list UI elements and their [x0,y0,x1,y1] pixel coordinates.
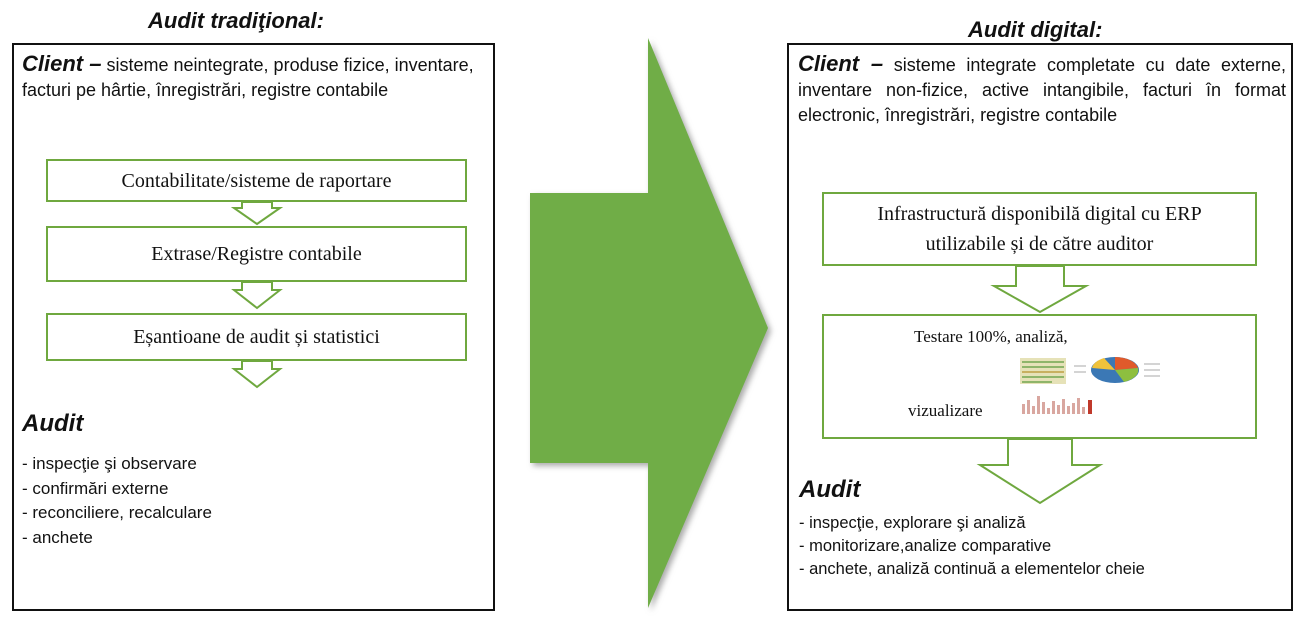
left-client-label: Client – [22,51,102,76]
left-step-box-1: Contabilitate/sisteme de raportare [46,159,467,202]
down-arrow-icon [231,281,283,310]
list-item: - monitorizare,analize comparative [799,537,1052,555]
right-title: Audit digital: [968,17,1103,42]
down-arrow-icon [990,265,1090,314]
list-item: - confirmări externe [22,478,169,498]
left-audit-title: Audit [22,410,84,437]
down-arrow-icon [976,438,1104,505]
dashboard-thumbnail-icon [1020,357,1160,414]
left-step-box-2: Extrase/Registre contabile [46,226,467,282]
left-step-box-3: Eșantioane de audit și statistici [46,313,467,361]
list-item: - inspecţie, explorare şi analiză [799,514,1026,532]
right-client-label: Client – [798,51,884,76]
list-item: - anchete, analiză continuă a elementelo… [799,560,1145,578]
right-client-text: Client – sisteme integrate completate cu… [798,51,1286,128]
left-title: Audit tradiţional: [148,8,324,33]
down-arrow-icon [231,360,283,389]
right-step-box-1: Infrastructură disponibilă digital cu ER… [822,192,1257,266]
list-item: - reconciliere, recalculare [22,503,212,522]
left-client-text: Client – sisteme neintegrate, produse fi… [22,51,488,103]
list-item: - inspecţie şi observare [22,454,197,473]
testing-line-1: Testare 100%, analiză, [914,327,1068,346]
down-arrow-icon [230,201,284,226]
left-audit-list: - inspecţie şi observare - confirmări ex… [22,452,212,550]
right-audit-list: - inspecţie, explorare şi analiză - moni… [799,512,1145,581]
testing-line-2: vizualizare [908,401,983,420]
right-client-desc: sisteme integrate completate cu date ext… [798,55,1287,125]
list-item: - anchete [22,527,93,547]
big-right-arrow-icon [530,38,768,608]
right-audit-title: Audit [799,476,861,503]
left-client-desc: sisteme neintegrate, produse fizice, inv… [22,55,474,100]
right-testing-box: Testare 100%, analiză, vizualizare [822,314,1257,439]
